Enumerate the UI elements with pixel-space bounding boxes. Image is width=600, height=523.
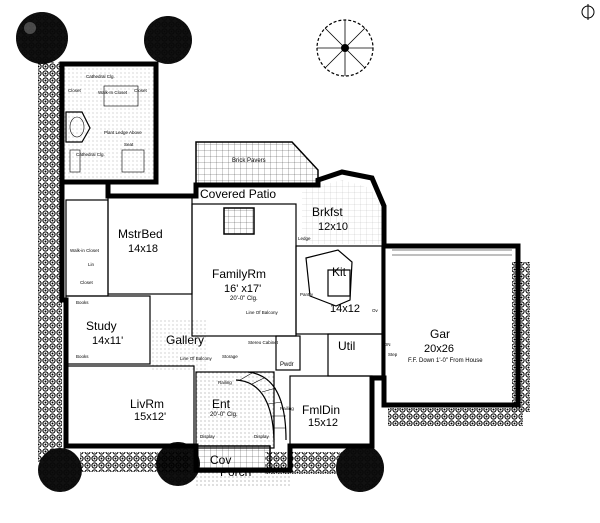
note-railing-left: Railing [218, 380, 232, 385]
room-fmldin: FmlDin [302, 403, 340, 417]
room-livrm: LivRm [130, 397, 164, 411]
note-walk-in-closet-side: Walk-in Closet [70, 248, 100, 253]
room-brkfst-size: 12x10 [318, 221, 348, 233]
room-livrm-size: 15x12' [134, 411, 166, 423]
room-familyrm-clg: 20'-0" Clg. [230, 296, 258, 302]
room-gallery: Gallery [166, 333, 204, 347]
room-labels: Covered Patio Brkfst 12x10 MstrBed 14x18… [86, 187, 483, 479]
room-gar-size: 20x26 [424, 343, 454, 355]
north-arrow-icon [581, 4, 595, 20]
note-pantry: Pantry [300, 292, 314, 297]
annotation-notes: Brick Pavers Cathedral Clg. Cathedral Cl… [68, 74, 398, 439]
room-ent-clg: 20'-0" Clg. [210, 412, 238, 418]
note-pwdr: Pwdr [280, 362, 294, 368]
room-fmldin-size: 15x12 [308, 417, 338, 429]
shrub-hedge-icon [512, 262, 530, 412]
shrub-hedge-icon [80, 452, 190, 472]
room-kit-size: 14x12 [330, 303, 360, 315]
room-mstrbed: MstrBed [118, 227, 163, 241]
note-lin: Lin [88, 262, 95, 267]
stair-icon [235, 371, 287, 441]
note-storage: Storage [222, 354, 238, 359]
room-study-size: 14x11' [92, 335, 123, 347]
note-walk-in-closet-top: Walk-In Closet [98, 90, 128, 95]
note-books-top: Books [76, 300, 89, 305]
tree-icon [16, 12, 68, 64]
note-line-of-balcony-ent: Line Of Balcony [180, 356, 213, 361]
room-familyrm: FamilyRm [212, 267, 266, 281]
note-cathedral-clg-top: Cathedral Clg. [86, 74, 115, 79]
tree-icon [144, 16, 192, 64]
shrub-hedge-icon [388, 408, 523, 426]
tub-icon [65, 111, 91, 143]
note-closet-left: Closet [68, 88, 82, 93]
room-cov: Cov [210, 453, 231, 467]
room-gar-note: F.F. Down 1'-0" From House [408, 358, 483, 364]
room-covered-patio: Covered Patio [200, 187, 276, 201]
note-dn: DN [384, 342, 391, 347]
shrub-hedge-icon [38, 62, 62, 462]
room-ent: Ent [212, 397, 231, 411]
note-closet-right: Closet [134, 88, 148, 93]
note-brick-pavers: Brick Pavers [232, 158, 266, 164]
room-kit: Kit [332, 265, 347, 279]
note-railing-right: Railing [280, 406, 294, 411]
note-plant-ledge: Plant Ledge Above [104, 130, 142, 135]
note-stereo-cabinet: Stereo Cabinet [248, 340, 279, 345]
room-brkfst: Brkfst [312, 205, 343, 219]
walls [59, 61, 521, 486]
note-seat: Seat [124, 142, 134, 147]
room-util: Util [338, 339, 355, 353]
room-gar: Gar [430, 327, 450, 341]
note-ov: Ov [372, 308, 379, 313]
note-display-right: Display [254, 434, 270, 439]
note-closet-small: Closet [80, 280, 94, 285]
room-familyrm-size: 16' x17' [224, 283, 261, 295]
note-display-left: Display [200, 434, 216, 439]
room-study: Study [86, 319, 117, 333]
room-porch: Porch [220, 465, 251, 479]
landscaping [16, 4, 595, 492]
note-step: Step [388, 352, 398, 357]
tree-icon [316, 19, 374, 77]
note-books-bottom: Books [76, 354, 89, 359]
note-ledge: Ledge [298, 236, 311, 241]
room-mstrbed-size: 14x18 [128, 243, 158, 255]
note-line-of-balcony: Line Of Balcony [246, 310, 279, 315]
note-cathedral-clg-mid: Cathedral Clg. [76, 152, 105, 157]
